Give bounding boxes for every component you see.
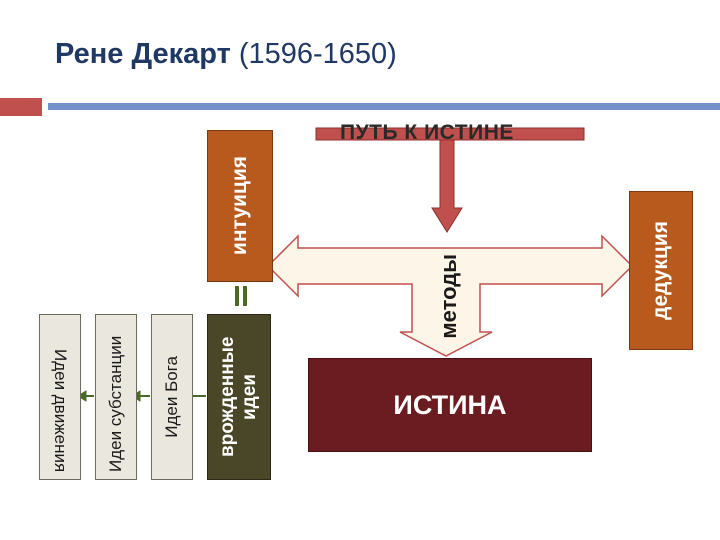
methods-cross-arrow [266,234,634,357]
path-label: ПУТЬ К ИСТИНЕ [340,121,514,144]
methods-label-wrap: методы [432,240,466,352]
idea-god-label: Идеи Бога [162,356,181,438]
path-arrow [315,127,585,233]
deduction-label: дедукция [649,221,672,320]
methods-label: методы [436,253,461,339]
innate-ideas-box: врожденные идеи [207,314,271,480]
deduction-box: дедукция [629,191,693,350]
intuition-label: интуиция [228,156,251,256]
idea-substance-label: Идеи субстанции [106,335,125,472]
intuition-connector-right [243,286,247,306]
idea-motion-box: Идеи движения [39,314,81,480]
idea-god-box: Идеи Бога [151,314,193,480]
intuition-connector-left [235,286,239,306]
accent-bar [0,98,42,116]
innate-ideas-label: врожденные идеи [217,336,260,458]
title-dates: (1596-1650) [238,38,397,70]
page-title: Рене Декарт (1596-1650) [55,38,397,71]
header-rule [48,103,720,110]
title-name: Рене Декарт [55,38,231,70]
idea-substance-box: Идеи субстанции [95,314,137,480]
intuition-box: интуиция [207,130,273,282]
truth-box: ИСТИНА [308,358,592,452]
truth-label: ИСТИНА [393,389,507,420]
idea-motion-label: Идеи движения [51,348,70,472]
